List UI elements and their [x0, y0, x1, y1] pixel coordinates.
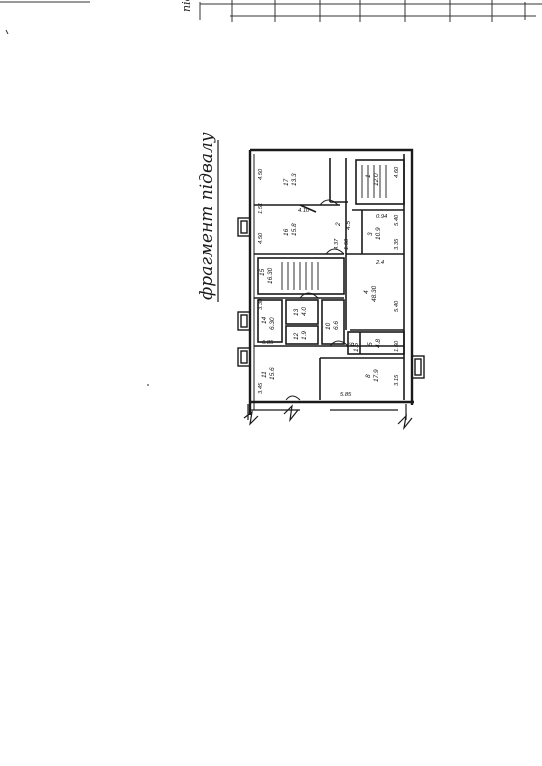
- room-number: 6: [349, 342, 356, 346]
- dimension-label: 4.60: [394, 166, 400, 178]
- room-number: 14: [261, 316, 268, 324]
- room-area: 4.0: [301, 307, 308, 316]
- dimension-label: 5.85: [340, 392, 352, 398]
- room-number: 3: [367, 232, 374, 236]
- dimension-labels: 4.50 4.50 1.51 4.37 3.30 3.45 3.15 1.60 …: [258, 166, 400, 398]
- dimension-label: 5.40: [394, 300, 400, 312]
- dimension-label: 3.30: [258, 298, 264, 310]
- room-area: 6.30: [269, 317, 276, 330]
- door-swings: [285, 199, 349, 401]
- room-number: 5: [367, 342, 374, 346]
- room-number: 12: [293, 332, 300, 340]
- dimension-label: 3.35: [394, 238, 400, 250]
- room-area: 17.9: [373, 369, 380, 382]
- break-lines: [243, 404, 413, 431]
- outer-walls: [248, 148, 414, 415]
- room-area: 16.30: [267, 267, 274, 284]
- room-area: 13.3: [291, 173, 298, 186]
- room-number: 10: [325, 322, 332, 330]
- dimension-label: 3.45: [258, 382, 264, 394]
- room-area: 12.0: [373, 173, 380, 186]
- room-area: 4.5: [345, 221, 352, 230]
- room-area: 6.6: [333, 321, 340, 330]
- dimension-label: 1.60: [394, 340, 400, 352]
- room-number: 13: [293, 308, 300, 316]
- dimension-label: 4.50: [258, 168, 264, 180]
- dimension-label: 4.37: [334, 238, 340, 250]
- dimension-label: 1.50: [344, 238, 350, 250]
- room-number: 17: [283, 178, 290, 186]
- dimension-label: 2.4: [375, 260, 384, 266]
- room-area: 48.30: [371, 285, 378, 302]
- dimension-label: 3.15: [394, 374, 400, 386]
- room-number: 11: [261, 371, 268, 378]
- room-area: 1.5: [353, 343, 360, 352]
- room-number: 8: [365, 374, 372, 378]
- room-number: 1: [365, 174, 372, 178]
- plan-caption: фрагмент підвалу: [197, 132, 217, 300]
- dimension-label: 0.94: [376, 214, 387, 220]
- top-edge-lines: [0, 0, 542, 35]
- interior-walls: [254, 154, 405, 400]
- dimension-label: 4.10: [298, 208, 310, 214]
- room-area: 15.8: [291, 223, 298, 236]
- room-area: 1.9: [301, 331, 308, 340]
- room-labels: 17 13.3 16 15.8 15 16.30 14 6.30 13 4.0 …: [259, 173, 382, 382]
- dimension-label: 4.50: [258, 232, 264, 244]
- dimension-label: 5.40: [394, 214, 400, 226]
- room-area: 10.9: [375, 227, 382, 240]
- dimension-label: 1.51: [258, 203, 264, 214]
- room-number: 16: [283, 228, 290, 236]
- room-area: 15.6: [269, 367, 276, 380]
- corner-note: підв: [180, 0, 193, 12]
- room-number: 15: [259, 268, 266, 276]
- room-number: 2: [335, 222, 342, 227]
- stray-mark: [147, 384, 149, 386]
- window-bays: [237, 217, 425, 379]
- room-number: 4: [363, 290, 370, 294]
- room-area: 4.8: [375, 339, 382, 348]
- dimension-label: 6.85: [262, 340, 274, 346]
